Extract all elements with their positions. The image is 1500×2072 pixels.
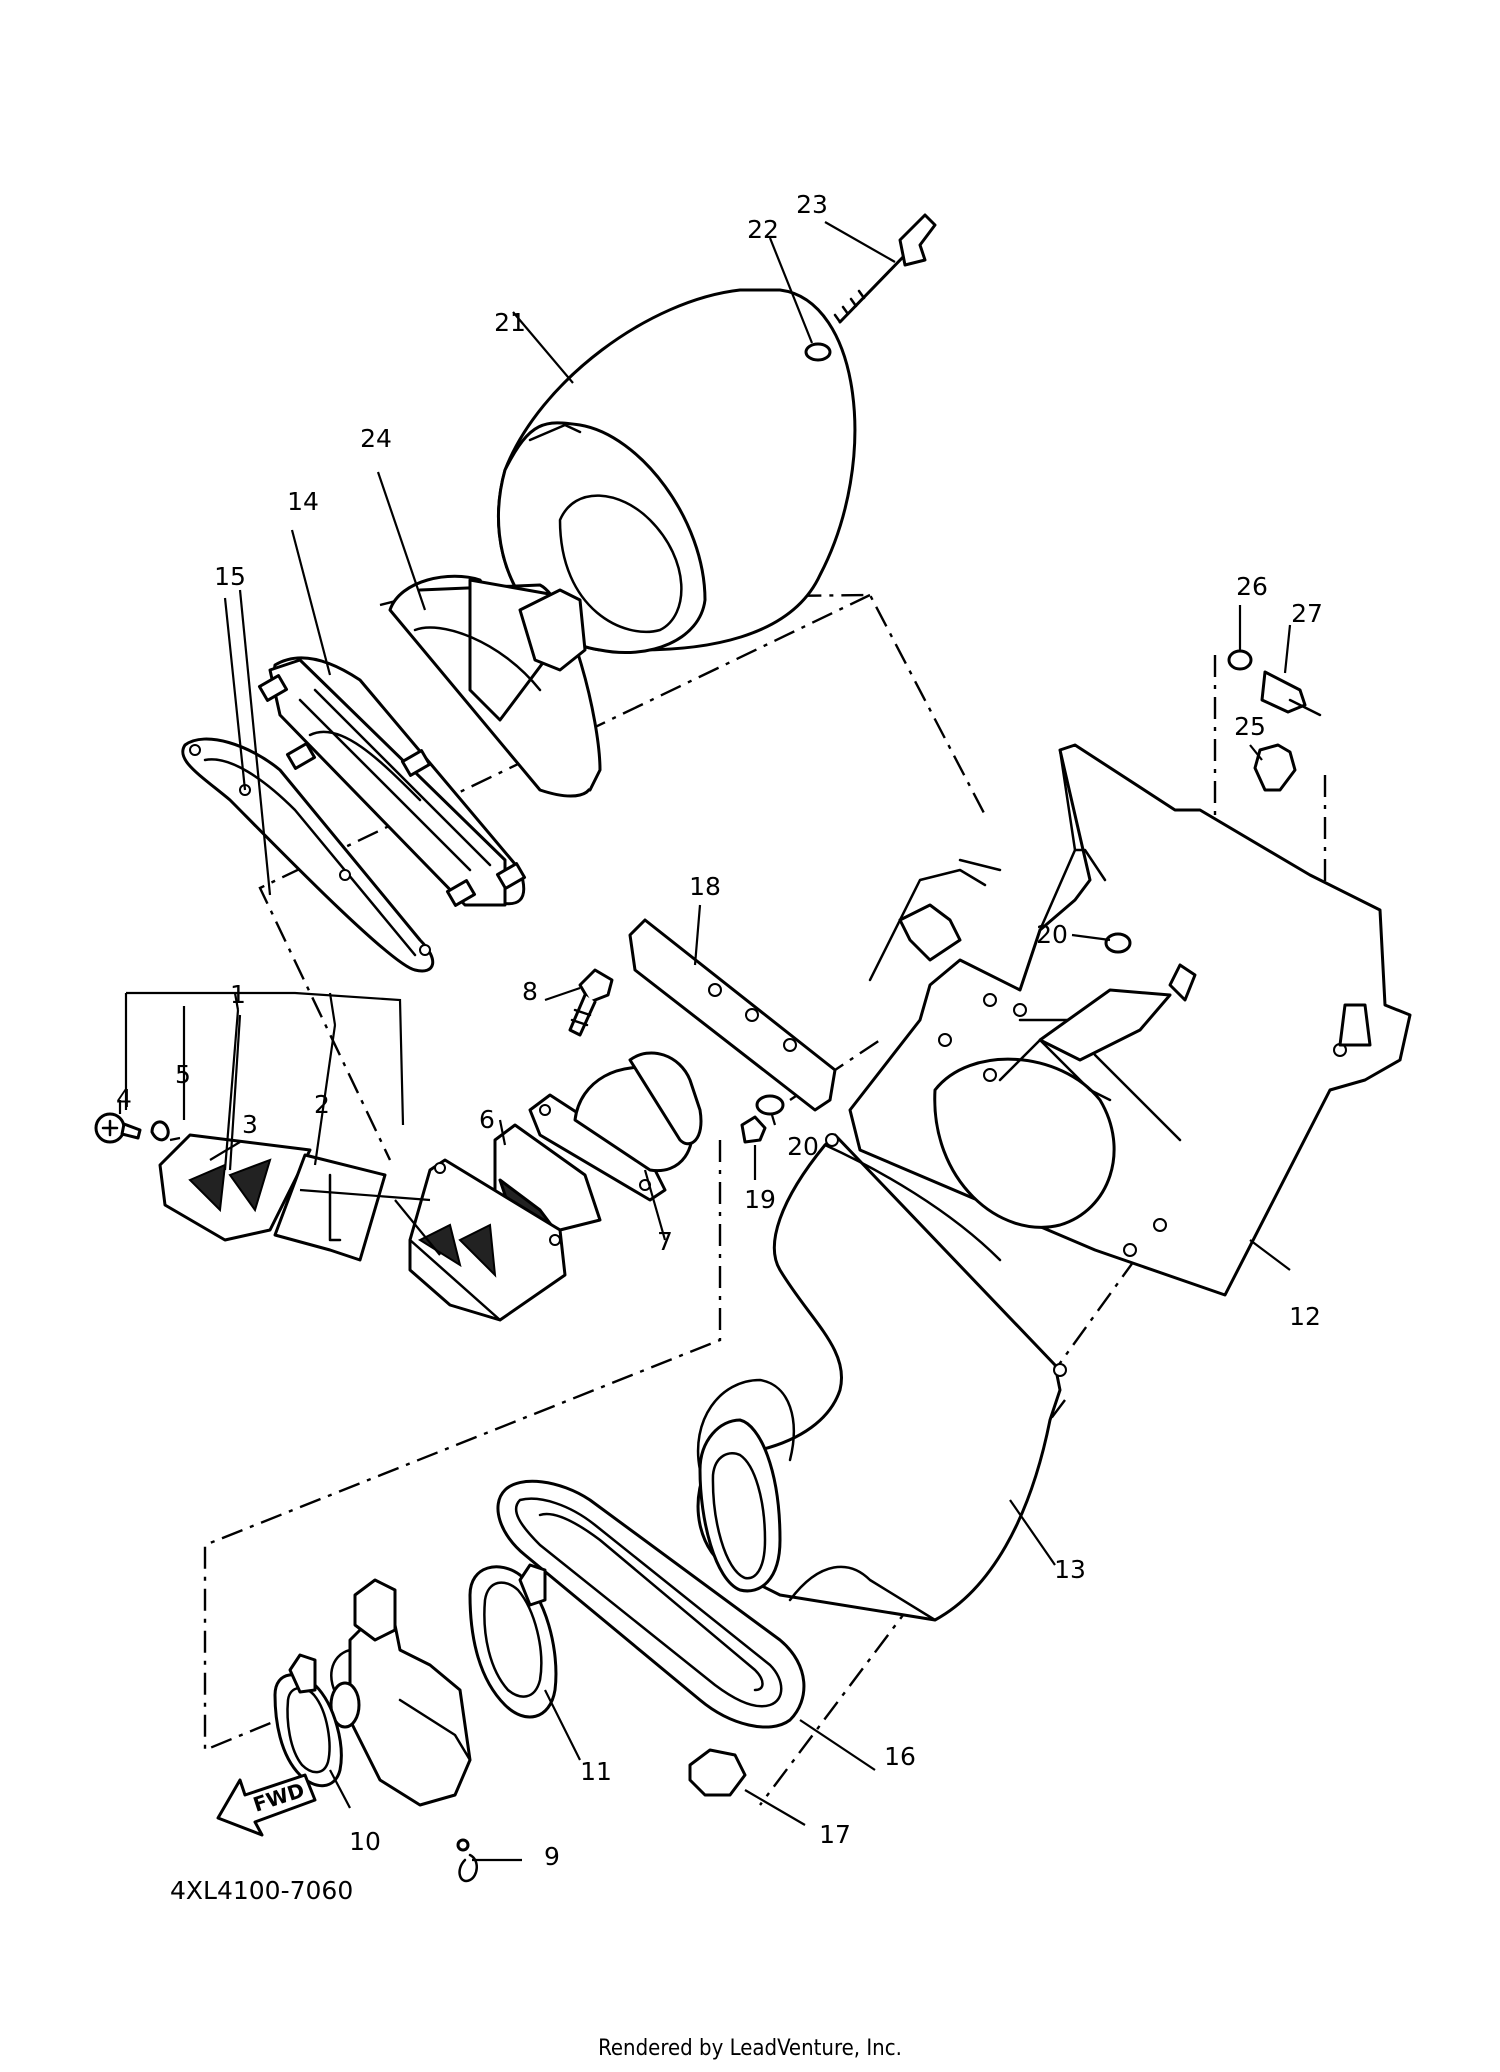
intake-manifold (528, 1051, 703, 1202)
washer-20b (1104, 932, 1132, 954)
callout-18: 18 (689, 872, 721, 901)
callout-12: 12 (1289, 1302, 1321, 1331)
clip-9 (456, 1838, 478, 1883)
callout-2: 2 (314, 1090, 330, 1119)
air-box (848, 743, 1412, 1297)
callout-27: 27 (1291, 599, 1323, 628)
callout-9: 9 (544, 1842, 560, 1871)
air-box-joint (257, 656, 527, 907)
callout-10: 10 (349, 1827, 381, 1856)
callout-21: 21 (494, 308, 526, 337)
filter-guide (388, 574, 602, 798)
callout-3: 3 (242, 1110, 258, 1139)
fwd-arrow: FWD (216, 1773, 317, 1837)
callout-11: 11 (580, 1757, 612, 1786)
callout-13: 13 (1054, 1555, 1086, 1584)
washer-20a (755, 1094, 785, 1116)
callout-19: 19 (744, 1185, 776, 1214)
callout-4: 4 (116, 1084, 132, 1113)
leader-lines (118, 221, 1292, 1862)
bolt-8 (568, 968, 614, 1037)
reed-valve-assembly (408, 1158, 567, 1322)
callout-23: 23 (796, 190, 828, 219)
callout-6: 6 (479, 1105, 495, 1134)
intake-duct (696, 1133, 1067, 1622)
rivet (740, 1115, 767, 1144)
washer (804, 342, 832, 362)
callout-8: 8 (522, 977, 538, 1006)
callout-labels: 1 2 3 4 5 6 7 8 9 10 11 12 13 14 15 16 1… (116, 190, 1323, 1871)
wing-bolt (833, 213, 937, 324)
reed (273, 1153, 387, 1262)
footer-credit: Rendered by LeadVenture, Inc. (598, 2036, 902, 2061)
callout-22: 22 (747, 215, 779, 244)
boot-gasket (496, 1479, 806, 1729)
callout-20a: 20 (787, 1132, 819, 1161)
callout-7: 7 (657, 1227, 673, 1256)
plate (628, 918, 837, 1112)
carburetor (329, 1578, 472, 1807)
callout-15: 15 (214, 562, 246, 591)
washer-26 (1227, 649, 1253, 671)
nut (688, 1748, 747, 1797)
callout-26: 26 (1236, 572, 1268, 601)
callout-5: 5 (175, 1060, 191, 1089)
callout-17: 17 (819, 1820, 851, 1849)
callout-24: 24 (360, 424, 392, 453)
gasket (181, 737, 435, 973)
diagram-code: 4XL4100-7060 (170, 1876, 353, 1905)
callout-1: 1 (230, 980, 246, 1009)
washer-5 (150, 1120, 170, 1142)
hose-clamp-10 (273, 1653, 343, 1788)
callout-14: 14 (287, 487, 319, 516)
reed-stopper (158, 1133, 312, 1242)
callout-25: 25 (1234, 712, 1266, 741)
clip (1253, 743, 1297, 792)
bolt-27 (1260, 670, 1322, 717)
screw-4 (94, 1112, 142, 1144)
callout-20b: 20 (1036, 920, 1068, 949)
callout-16: 16 (884, 1742, 916, 1771)
hose-clamp-11 (468, 1563, 558, 1719)
